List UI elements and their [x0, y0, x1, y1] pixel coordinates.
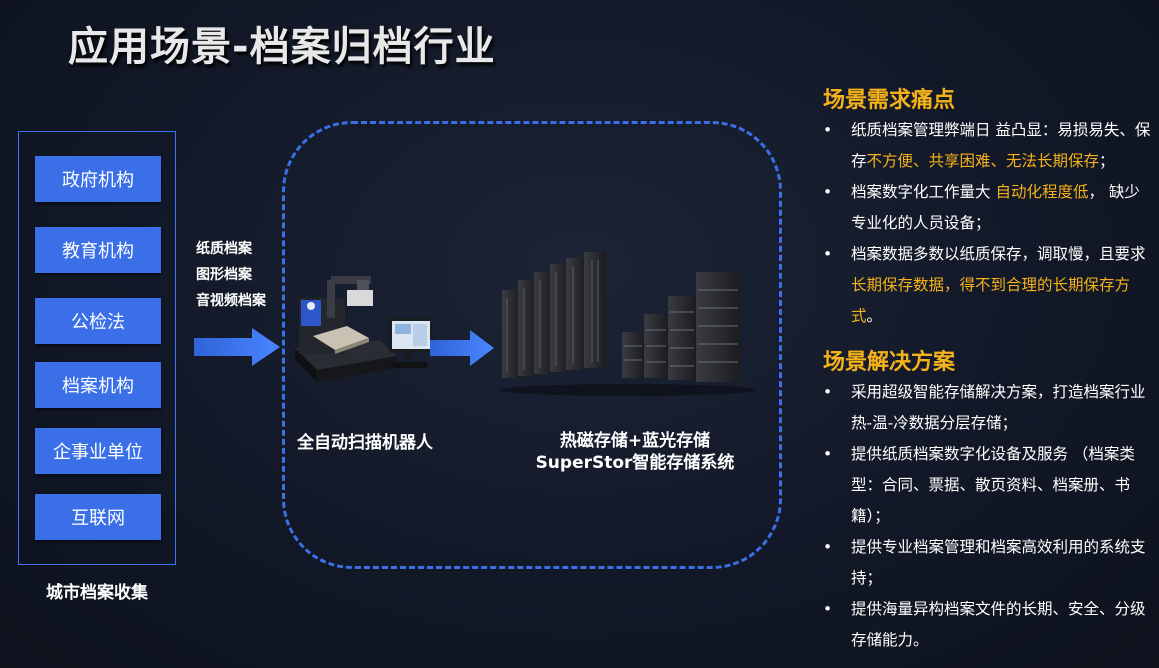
doc-type-paper: 纸质档案 — [196, 241, 252, 257]
process-region — [282, 121, 782, 569]
source-panel: 政府机构 教育机构 公检法 档案机构 企事业单位 互联网 — [18, 131, 176, 565]
solutions-title: 场景解决方案 — [823, 350, 956, 375]
flow-arrow-icon — [194, 328, 280, 366]
solution-item: 采用超级智能存储解决方案，打造档案行业热-温-冷数据分层存储； — [823, 377, 1153, 439]
source-item-archive: 档案机构 — [35, 362, 161, 408]
scanner-caption: 全自动扫描机器人 — [297, 433, 433, 453]
storage-caption-line2: SuperStor智能存储系统 — [535, 453, 735, 473]
pain-points-title: 场景需求痛点 — [823, 88, 956, 113]
pain-point-item: 纸质档案管理弊端日 益凸显：易损易失、保存不方便、共享困难、无法长期保存； — [823, 115, 1153, 177]
source-item-education: 教育机构 — [35, 227, 161, 273]
doc-type-graphic: 图形档案 — [196, 267, 252, 283]
storage-rack-icon — [500, 252, 756, 396]
solutions-list: 采用超级智能存储解决方案，打造档案行业热-温-冷数据分层存储； 提供纸质档案数字… — [823, 377, 1153, 656]
pain-points-list: 纸质档案管理弊端日 益凸显：易损易失、保存不方便、共享困难、无法长期保存； 档案… — [823, 115, 1153, 332]
source-item-enterprise: 企事业单位 — [35, 428, 161, 474]
solution-item: 提供专业档案管理和档案高效利用的系统支持； — [823, 532, 1153, 594]
source-item-internet: 互联网 — [35, 494, 161, 540]
doc-type-av: 音视频档案 — [196, 293, 266, 309]
storage-caption: 热磁存储+蓝光存储 SuperStor智能存储系统 — [520, 430, 750, 474]
pain-point-item: 档案数据多数以纸质保存，调取慢，且要求长期保存数据，得不到合理的长期保存方式。 — [823, 239, 1153, 332]
source-item-judicial: 公检法 — [35, 298, 161, 344]
page-title: 应用场景-档案归档行业 — [68, 24, 496, 70]
source-caption: 城市档案收集 — [46, 583, 148, 603]
flow-arrow-icon — [430, 330, 494, 366]
doc-type-list: 纸质档案 图形档案 音视频档案 — [196, 236, 280, 314]
storage-caption-line1: 热磁存储+蓝光存储 — [559, 431, 711, 451]
solution-item: 提供纸质档案数字化设备及服务 （档案类型：合同、票据、散页资料、档案册、书籍）； — [823, 439, 1153, 532]
scanner-robot-icon — [295, 276, 433, 382]
solution-item: 提供海量异构档案文件的长期、安全、分级存储能力。 — [823, 594, 1153, 656]
pain-point-item: 档案数字化工作量大 自动化程度低， 缺少 专业化的人员设备； — [823, 177, 1153, 239]
source-item-government: 政府机构 — [35, 156, 161, 202]
